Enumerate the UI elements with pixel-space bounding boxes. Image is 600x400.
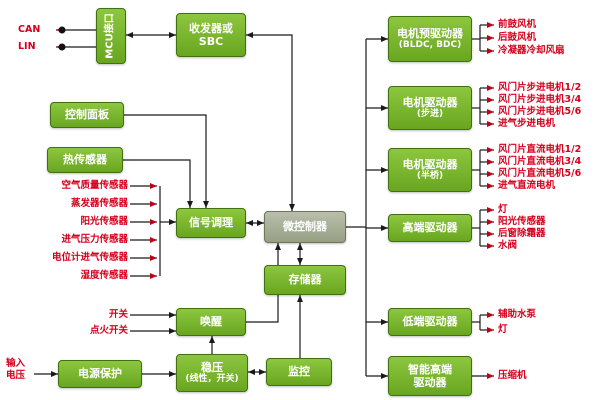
can-connector-dot	[58, 26, 66, 34]
node-memory: 存储器	[264, 265, 346, 295]
label-ignition-switch: 点火开关	[89, 325, 128, 336]
node-wakeup: 唤醒	[176, 308, 246, 336]
label-line: 电压	[6, 370, 26, 381]
node-smart-high-side-driver: 智能高端 驱动器	[388, 356, 472, 396]
label-input-voltage: 输入 电压	[6, 358, 25, 384]
label-dc-motor-34: 风门片直流电机3/4	[498, 156, 582, 167]
label-rear-defroster: 后窗除霜器	[498, 228, 546, 239]
node-label: MCU接口	[105, 13, 117, 59]
label-intake-pressure-sensor: 进气压力传感器	[61, 234, 128, 245]
label-lin: LIN	[18, 41, 36, 52]
label-dc-motor-56: 风门片直流电机5/6	[498, 168, 582, 179]
node-mcu-interface: MCU接口	[96, 8, 126, 64]
label-stepper-motor-56: 风门片步进电机5/6	[498, 106, 582, 117]
label-condenser-fan: 冷凝器冷却风扇	[498, 45, 565, 56]
label-air-quality-sensor: 空气质量传感器	[61, 180, 128, 191]
node-label: SBC	[198, 35, 224, 48]
node-motor-driver-stepper: 电机驱动器 (步进)	[388, 86, 472, 130]
node-label: 智能高端	[408, 362, 452, 376]
node-low-side-driver: 低端驱动器	[388, 308, 472, 336]
node-label: (半桥)	[416, 171, 444, 182]
lin-connector-dot	[58, 43, 66, 51]
node-monitor: 监控	[266, 358, 332, 386]
label-rear-blower: 后鼓风机	[498, 32, 537, 43]
node-label: 唤醒	[200, 315, 222, 329]
label-sunlight-sensor: 阳光传感器	[80, 216, 128, 227]
node-label: 收发器或	[189, 21, 233, 35]
node-high-side-driver: 高端驱动器	[388, 214, 472, 242]
label-switch: 开关	[108, 309, 128, 320]
node-label: (BLDC, BDC)	[398, 40, 462, 51]
node-label: (步进)	[416, 109, 444, 120]
node-label: 热传感器	[63, 153, 107, 167]
node-regulator: 稳压 (线性，开关)	[176, 354, 248, 392]
node-label: 微控制器	[283, 220, 327, 234]
label-intake-dc-motor: 进气直流电机	[498, 180, 556, 191]
label-stepper-motor-34: 风门片步进电机3/4	[498, 94, 582, 105]
label-can: CAN	[18, 24, 41, 35]
node-label: 高端驱动器	[402, 221, 458, 235]
node-label: 驱动器	[413, 376, 447, 389]
label-dc-motor-12: 风门片直流电机1/2	[498, 144, 582, 155]
label-evaporator-sensor: 蒸发器传感器	[70, 198, 128, 209]
node-label: 电源保护	[78, 367, 122, 381]
label-line: 输入	[6, 358, 26, 369]
label-lamp-highside: 灯	[498, 204, 508, 215]
node-label: 电机驱动器	[402, 96, 458, 109]
node-power-protection: 电源保护	[58, 360, 142, 388]
node-label: 低端驱动器	[402, 315, 458, 329]
node-control-panel: 控制面板	[50, 102, 124, 128]
node-label: 控制面板	[65, 108, 109, 122]
label-front-blower: 前鼓风机	[498, 19, 537, 30]
label-potentiometer-intake-sensor: 电位计进气传感器	[51, 252, 128, 263]
node-signal-conditioning: 信号调理	[176, 208, 246, 238]
node-label: 稳压	[201, 361, 223, 374]
node-label: 存储器	[288, 273, 322, 287]
node-motor-predriver: 电机预驱动器 (BLDC, BDC)	[388, 16, 472, 62]
label-lamp-lowside: 灯	[498, 324, 508, 335]
label-humidity-sensor: 湿度传感器	[80, 270, 128, 281]
node-thermal-sensor: 热传感器	[47, 147, 123, 173]
node-label: 监控	[288, 365, 310, 379]
node-label: 信号调理	[189, 216, 233, 230]
node-motor-driver-halfbridge: 电机驱动器 (半桥)	[388, 148, 472, 192]
node-label: 电机预驱动器	[397, 27, 463, 40]
node-label: (线性，开关)	[185, 374, 239, 385]
label-water-valve: 水阀	[498, 240, 518, 251]
node-microcontroller: 微控制器	[264, 211, 346, 243]
node-transceiver-sbc: 收发器或 SBC	[176, 13, 246, 57]
label-intake-stepper-motor: 进气步进电机	[498, 118, 556, 129]
label-compressor: 压缩机	[498, 370, 527, 381]
label-aux-water-pump: 辅助水泵	[498, 309, 537, 320]
label-stepper-motor-12: 风门片步进电机1/2	[498, 82, 582, 93]
node-label: 电机驱动器	[402, 158, 458, 171]
label-sun-sensor-supply: 阳光传感器	[498, 216, 546, 227]
